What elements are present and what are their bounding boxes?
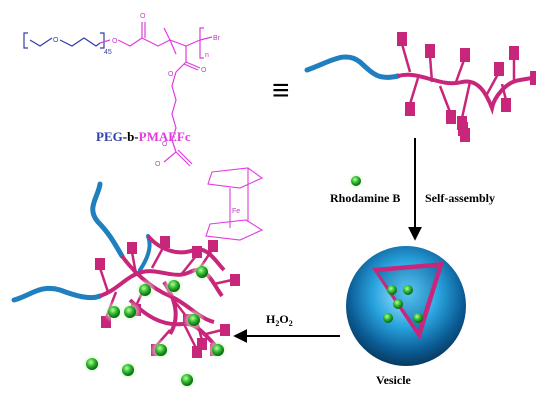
peg-repeat-count: 45: [104, 49, 112, 56]
polymer-name-peg: PEG: [96, 129, 123, 144]
lower-oxygen-label: O: [162, 141, 168, 148]
polymer-name-sep: -b-: [123, 129, 139, 144]
backbone-oxygen-label: O: [112, 38, 118, 45]
equivalence-symbol: ≡: [272, 74, 290, 107]
h2o2-h: H: [266, 312, 276, 326]
ferrocene-blocks: [397, 32, 536, 142]
rhodamine-dot: [351, 176, 361, 186]
chemical-structure: O 45 O O Br n O O O O: [23, 13, 264, 241]
polymer-name-pmaefc: PMAEFc: [139, 129, 191, 144]
polymer-cartoon: [304, 32, 536, 142]
dye-dot: [117, 359, 139, 381]
peg-tail-3: [138, 234, 152, 272]
tangle-side-chains: [98, 245, 233, 349]
dye-dot: [134, 279, 156, 301]
peg-chain-cartoon: [304, 54, 401, 80]
dye-dot: [191, 261, 213, 283]
polymer-name: PEG-b-PMAEFc: [96, 129, 191, 144]
peg-segment: [23, 32, 105, 49]
carbonyl-oxygen-label: O: [140, 13, 146, 20]
dye-dot: [163, 275, 185, 297]
h2o2-o: O: [279, 312, 288, 326]
vesicle-encapsulated-dyes: [383, 285, 423, 323]
vesicle-inner-cavity: [378, 267, 438, 330]
iron-label: Fe: [232, 208, 240, 215]
peg-tail-2: [90, 181, 125, 259]
dye-dot: [81, 353, 103, 375]
ester-oxygen-label: O: [201, 67, 207, 74]
vesicle-label: Vesicle: [376, 373, 412, 387]
h2o2-label: H2O2: [266, 312, 293, 328]
h2o2-sub2: 2: [289, 319, 293, 328]
ferrocene-group: [205, 167, 264, 241]
self-assembly-label: Self-assembly: [425, 191, 495, 205]
dye-dot: [183, 309, 205, 331]
bromine-label: Br: [213, 35, 221, 42]
vesicle-graphic: [346, 246, 466, 366]
rhodamine-label: Rhodamine B: [330, 191, 400, 205]
h2o2-sub1: 2: [275, 319, 279, 328]
peg-oxygen-label: O: [53, 37, 59, 44]
dye-dot: [119, 301, 141, 323]
lower-carbonyl-oxygen-label: O: [155, 161, 161, 168]
dye-dot: [103, 301, 125, 323]
peg-tail-1: [11, 285, 103, 303]
side-chains: [400, 43, 516, 119]
pmaefc-backbone: [99, 22, 213, 167]
n-subscript: n: [205, 52, 209, 59]
dye-dot: [150, 339, 172, 361]
released-rhodamine-dyes: [81, 261, 229, 391]
dye-dot: [176, 369, 198, 391]
linker-oxygen-label: O: [168, 71, 174, 78]
dye-dot: [207, 339, 229, 361]
